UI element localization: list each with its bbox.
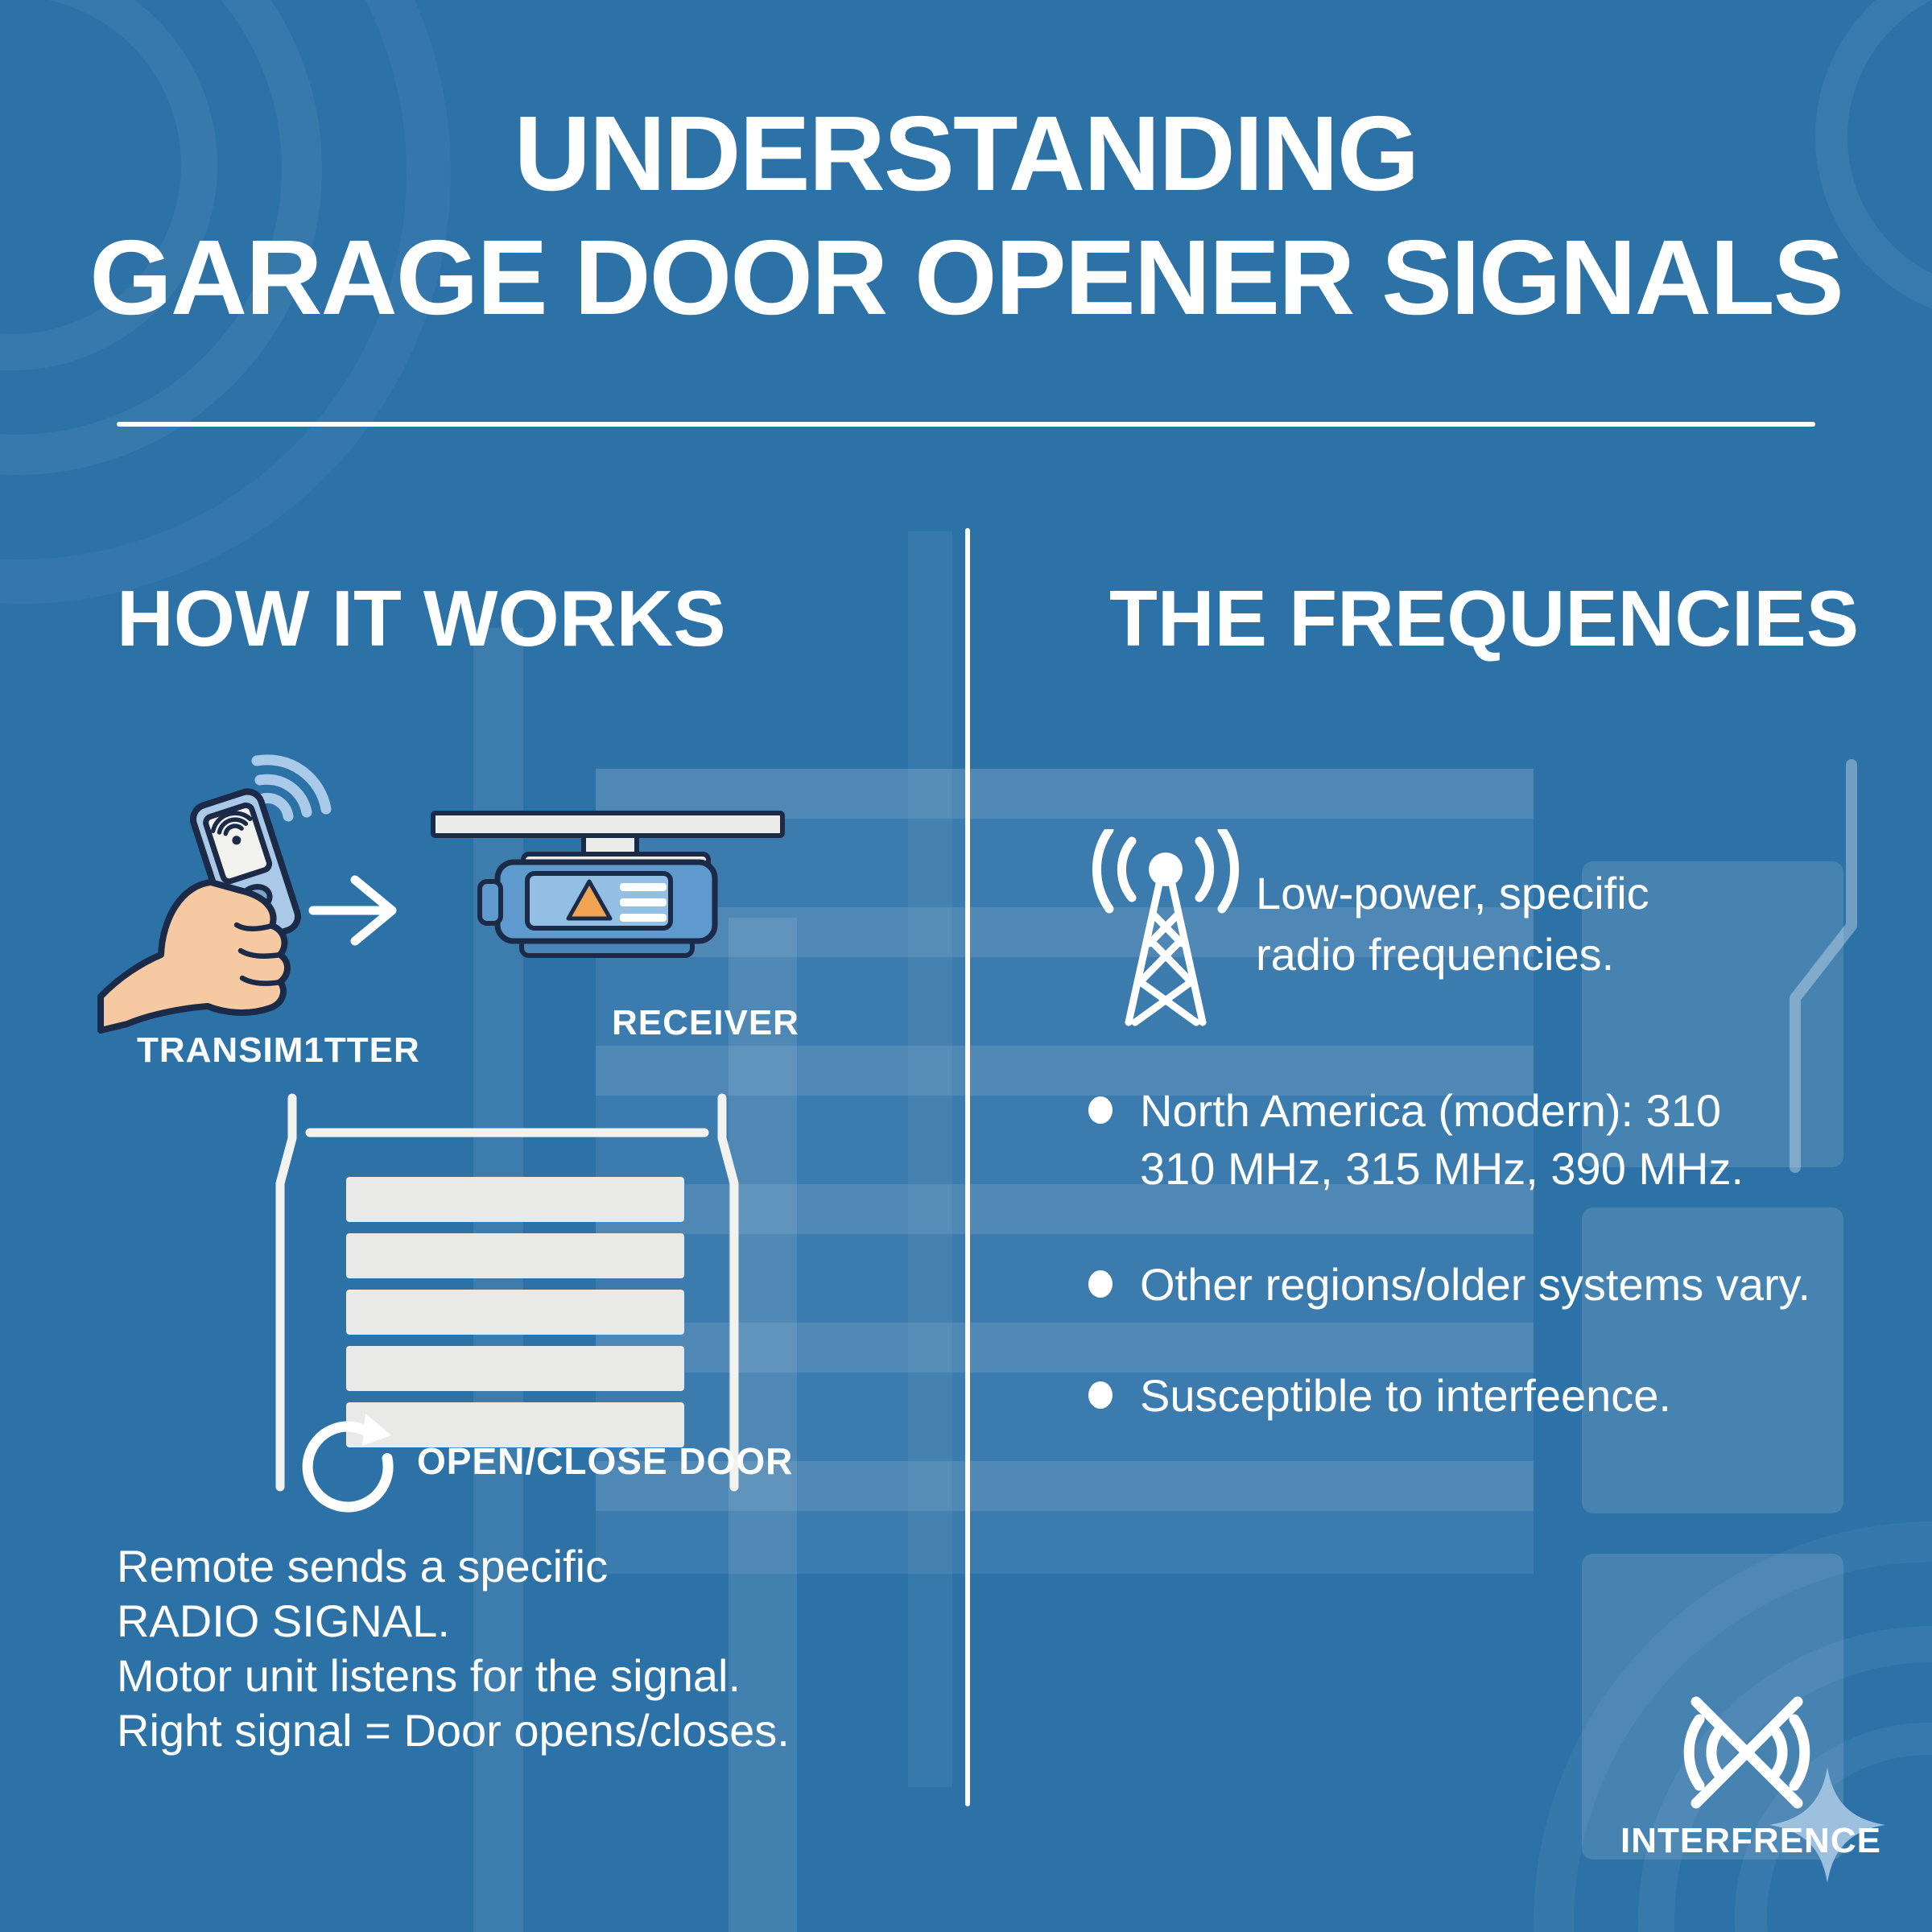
background-door-track-shape	[1790, 759, 1857, 1173]
bullet-item-2: Other regions/older systems vary.	[1088, 1256, 1810, 1314]
garage-door-icon	[275, 1093, 739, 1492]
background-card-1	[1582, 861, 1843, 1167]
open-close-label: OPEN/CLOSE DOOR	[417, 1440, 794, 1482]
column-divider	[965, 528, 970, 1806]
background-vertical-band-1	[473, 628, 523, 1932]
bullet-item-1: North America (modern): 310 310 MHz, 315…	[1088, 1082, 1744, 1198]
right-column-heading: THE FREQUENCIES	[1109, 574, 1860, 663]
bullet-text-3: Susceptible to interfeence.	[1140, 1370, 1671, 1421]
background-card-2	[1582, 1208, 1843, 1513]
radio-waves-icon	[251, 754, 332, 822]
transmitter-label: TRANSIM1TTER	[137, 1030, 420, 1070]
bullet-item-3: Susceptible to interfeence.	[1088, 1367, 1671, 1425]
frequencies-intro: Low-power, specific radio frequencies.	[1256, 868, 1649, 980]
garage-opener-unit-icon	[431, 811, 785, 958]
bullet-dot-icon	[1088, 1381, 1113, 1409]
radio-tower-icon	[1092, 829, 1240, 1026]
interference-label: INTERFRENCE	[1620, 1821, 1881, 1860]
sparkle-icon	[1769, 1767, 1885, 1883]
background-vertical-band-3	[908, 531, 952, 1787]
hand-remote-icon	[97, 754, 332, 1034]
receiver-label: RECEIVER	[612, 1003, 799, 1042]
crossed-signal-icon	[1683, 1696, 1885, 1883]
title-underline	[117, 422, 1815, 427]
page-title-line2: GARAGE DOOR OPENER SIGNALS	[89, 218, 1844, 336]
left-description: Remote sends a specific RADIO SIGNAL. Mo…	[117, 1541, 790, 1756]
page-title-line1: UNDERSTANDING	[514, 94, 1420, 213]
background-vertical-band-2	[729, 918, 797, 1932]
circular-arrow-icon	[302, 1414, 394, 1513]
background-garage-silhouette	[596, 769, 1534, 1574]
right-arrow-icon	[308, 875, 397, 946]
left-column-heading: HOW IT WORKS	[117, 574, 726, 663]
bullet-dot-icon	[1088, 1270, 1113, 1298]
bullet-text-1: North America (modern): 310 310 MHz, 315…	[1140, 1085, 1744, 1194]
bullet-dot-icon	[1088, 1096, 1113, 1124]
bullet-text-2: Other regions/older systems vary.	[1140, 1259, 1811, 1310]
